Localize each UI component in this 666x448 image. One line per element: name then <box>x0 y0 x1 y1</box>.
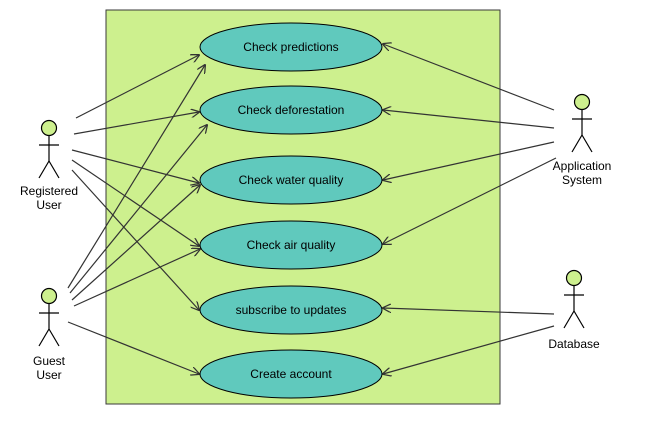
association-application-to-water <box>383 141 555 180</box>
association-application-to-deforestation <box>383 110 555 129</box>
association-guest-to-predictions <box>67 65 205 289</box>
use-case-label: Check predictions <box>243 40 338 54</box>
actor-left-leg <box>38 328 50 347</box>
use-case-label: Create account <box>250 367 332 381</box>
association-database-to-subscribe <box>383 308 555 315</box>
actor-label: Database <box>548 337 600 351</box>
use-case-deforestation[interactable]: Check deforestation <box>199 85 383 135</box>
use-case-subscribe[interactable]: subscribe to updates <box>199 285 383 335</box>
association-registered-to-subscribe <box>71 169 199 310</box>
association-registered-to-water <box>71 149 199 183</box>
actor-right-leg <box>48 160 60 179</box>
association-application-to-air <box>383 157 557 244</box>
use-case-predictions[interactable]: Check predictions <box>199 22 383 72</box>
actor-database[interactable]: Database <box>548 269 600 352</box>
actor-head <box>565 269 583 287</box>
stick-figure-icon <box>38 287 60 347</box>
actor-left-leg <box>563 310 575 329</box>
association-registered-to-deforestation <box>73 112 199 135</box>
actors: RegisteredUserGuestUserApplicationSystem… <box>20 93 612 383</box>
association-guest-to-air <box>73 249 200 307</box>
use-case-ellipse <box>199 220 383 270</box>
use-case-label: Check air quality <box>247 238 336 252</box>
use-case-label: Check water quality <box>239 173 344 187</box>
stick-figure-icon <box>571 93 593 153</box>
stick-figure-icon <box>38 119 60 179</box>
use-case-air[interactable]: Check air quality <box>199 220 383 270</box>
use-case-ellipse <box>199 349 383 399</box>
use-case-ellipse <box>199 22 383 72</box>
association-guest-to-deforestation <box>69 125 207 294</box>
association-application-to-predictions <box>383 44 555 111</box>
association-lines <box>67 44 557 374</box>
association-guest-to-account <box>67 321 199 374</box>
actor-label: Registered <box>20 184 78 198</box>
use-case-water[interactable]: Check water quality <box>199 155 383 205</box>
actor-right-leg <box>573 310 585 329</box>
use-case-account[interactable]: Create account <box>199 349 383 399</box>
use-case-ellipse <box>199 155 383 205</box>
association-database-to-account <box>383 325 555 374</box>
actor-head <box>573 93 591 111</box>
association-registered-to-air <box>71 159 199 246</box>
use-case-ellipse <box>199 85 383 135</box>
actor-label: System <box>562 173 602 187</box>
actor-right-leg <box>48 328 60 347</box>
association-guest-to-water <box>71 185 200 301</box>
use-case-ellipse <box>199 285 383 335</box>
actor-label: User <box>36 368 61 382</box>
association-registered-to-predictions <box>75 55 199 119</box>
system-boundary <box>105 9 501 405</box>
use-case-label: subscribe to updates <box>236 303 347 317</box>
actor-right-leg <box>581 134 593 153</box>
use-case-label: Check deforestation <box>238 103 345 117</box>
actor-left-leg <box>38 160 50 179</box>
stick-figure-icon <box>563 269 585 329</box>
actor-label: User <box>36 198 61 212</box>
actor-left-leg <box>571 134 583 153</box>
actor-label: Guest <box>33 354 66 368</box>
actor-head <box>40 119 58 137</box>
actor-head <box>40 287 58 305</box>
actor-label: Application <box>553 159 612 173</box>
